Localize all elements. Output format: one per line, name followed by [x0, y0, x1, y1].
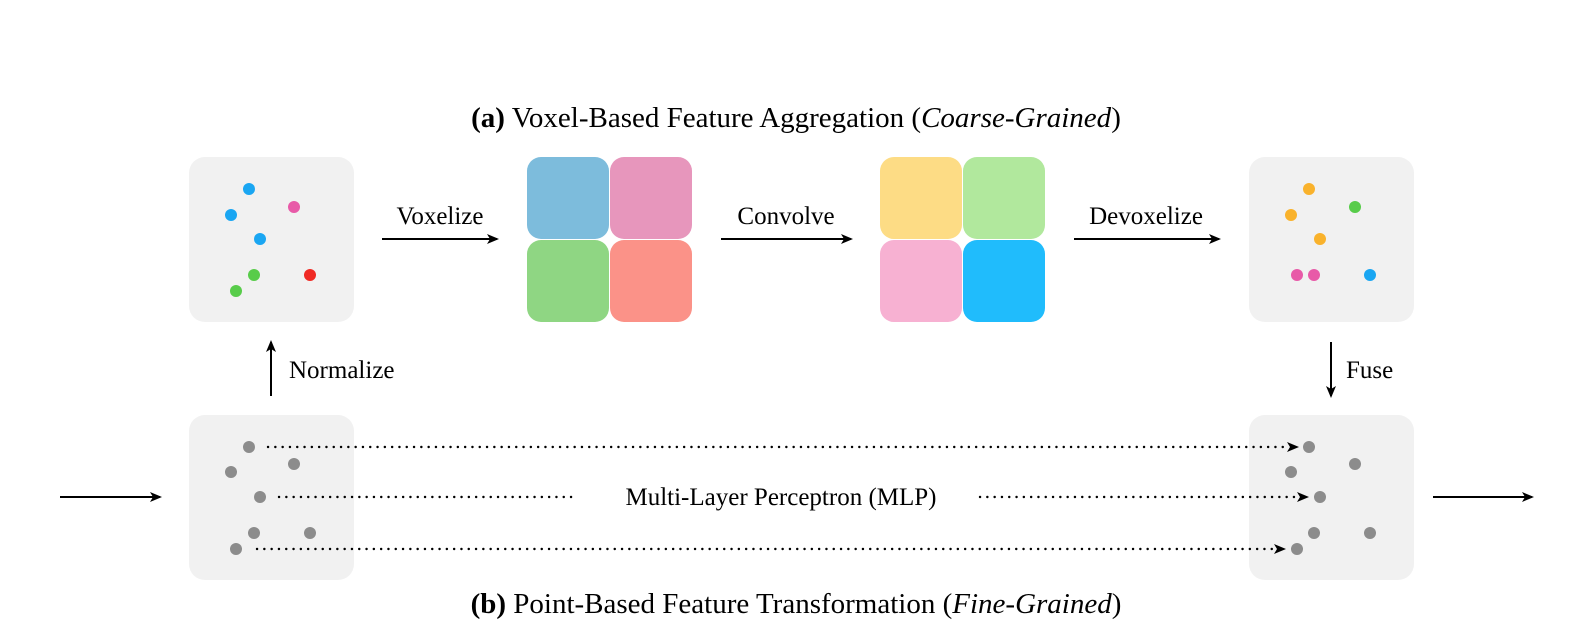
caption-point-close: ): [1112, 588, 1122, 620]
point-gray: [1303, 441, 1315, 453]
voxel-grid-output: [880, 157, 1045, 322]
convolve-label: Convolve: [737, 203, 834, 230]
caption-point-branch: (b) Point-Based Feature Transformation (…: [471, 588, 1122, 620]
point-green: [1349, 201, 1361, 213]
point-gray: [1364, 527, 1376, 539]
mlp-label: Multi-Layer Perceptron (MLP): [625, 484, 936, 511]
normalized-points-panel: [189, 157, 354, 322]
voxel-cell: [527, 240, 609, 322]
point-pink: [1308, 269, 1320, 281]
caption-voxel-branch: (a) Voxel-Based Feature Aggregation (Coa…: [471, 102, 1121, 134]
point-gray: [254, 491, 266, 503]
point-blue: [225, 209, 237, 221]
caption-point-emphasis: Fine-Grained: [951, 588, 1112, 620]
fuse-label: Fuse: [1346, 357, 1393, 384]
point-gray: [288, 458, 300, 470]
voxel-cell: [527, 157, 609, 239]
point-orange: [1303, 183, 1315, 195]
input-points-panel: [189, 415, 354, 580]
point-blue: [254, 233, 266, 245]
voxelize-label: Voxelize: [396, 203, 483, 230]
caption-voxel-text: Voxel-Based Feature Aggregation (: [512, 102, 921, 134]
voxel-cell: [610, 157, 692, 239]
caption-point-text: Point-Based Feature Transformation (: [513, 588, 952, 620]
voxel-cell: [963, 157, 1045, 239]
voxel-cell: [610, 240, 692, 322]
voxel-cell: [880, 157, 962, 239]
point-pink: [1291, 269, 1303, 281]
voxel-cell: [963, 240, 1045, 322]
point-blue: [243, 183, 255, 195]
mlp-arrowhead: [1274, 544, 1286, 554]
point-gray: [225, 466, 237, 478]
point-gray: [1308, 527, 1320, 539]
mlp-arrowhead: [1297, 492, 1309, 502]
voxel-grid-input: [527, 157, 692, 322]
caption-voxel-tag: (a): [471, 102, 505, 134]
caption-point-tag: (b): [471, 588, 506, 620]
normalize-label: Normalize: [289, 357, 395, 384]
point-green: [248, 269, 260, 281]
mlp-arrowhead: [1287, 442, 1299, 452]
point-blue: [1364, 269, 1376, 281]
point-gray: [304, 527, 316, 539]
point-gray: [230, 543, 242, 555]
point-gray: [1349, 458, 1361, 470]
point-red: [304, 269, 316, 281]
point-gray: [243, 441, 255, 453]
point-pink: [288, 201, 300, 213]
devoxelized-points-panel: [1249, 157, 1414, 322]
point-orange: [1285, 209, 1297, 221]
devoxelize-label: Devoxelize: [1089, 203, 1203, 230]
point-gray: [1285, 466, 1297, 478]
point-orange: [1314, 233, 1326, 245]
caption-voxel-emphasis: Coarse-Grained: [921, 102, 1112, 134]
point-green: [230, 285, 242, 297]
point-gray: [248, 527, 260, 539]
point-gray: [1314, 491, 1326, 503]
caption-voxel-close: ): [1111, 102, 1121, 134]
output-points-panel: [1249, 415, 1414, 580]
point-gray: [1291, 543, 1303, 555]
voxel-cell: [880, 240, 962, 322]
